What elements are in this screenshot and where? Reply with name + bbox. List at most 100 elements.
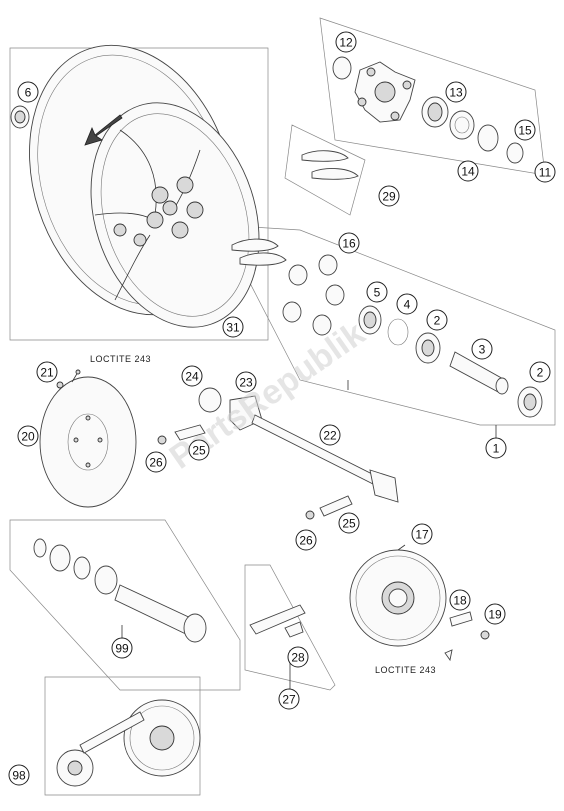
callout-ring	[222, 316, 244, 338]
callout-27: 27	[278, 688, 300, 710]
callout-ring	[514, 119, 536, 141]
callout-99: 99	[111, 637, 133, 659]
rotation-arrow-icon	[84, 114, 123, 146]
callout-25: 25	[188, 439, 210, 461]
callout-98: 98	[8, 764, 30, 786]
callout-ring	[529, 361, 551, 383]
callout-label: 16	[342, 237, 356, 251]
callout-label: 24	[185, 370, 199, 384]
callout-11: 11	[534, 161, 556, 183]
callout-label: 12	[339, 36, 353, 50]
callout-label: 31	[226, 321, 240, 335]
callout-12: 12	[335, 31, 357, 53]
wheel-frame	[9, 47, 269, 341]
callout-21: 21	[36, 361, 58, 383]
spacer-frame	[9, 519, 241, 691]
callout-ring	[534, 161, 556, 183]
callout-ring	[181, 365, 203, 387]
callout-ring	[411, 523, 433, 545]
callout-24: 24	[181, 365, 203, 387]
callout-label: 26	[149, 456, 163, 470]
chain-kit	[56, 699, 201, 787]
callout-2: 2	[426, 309, 448, 331]
callout-26: 26	[145, 451, 167, 473]
callout-ring	[485, 437, 507, 459]
callout-28: 28	[287, 646, 309, 668]
callout-20: 20	[17, 425, 39, 447]
callout-22: 22	[319, 424, 341, 446]
callout-ring	[378, 185, 400, 207]
callout-2: 2	[529, 361, 551, 383]
callout-ring	[484, 603, 506, 625]
spacer-group	[33, 538, 207, 643]
callout-ring	[471, 338, 493, 360]
callout-29: 29	[378, 185, 400, 207]
group-frames	[9, 17, 556, 796]
callout-ring	[338, 512, 360, 534]
callout-25: 25	[338, 512, 360, 534]
callout-label: 19	[488, 608, 502, 622]
callout-label: 25	[342, 517, 356, 531]
loctite-note-bottom: LOCTITE 243	[375, 665, 436, 675]
callout-ring	[449, 589, 471, 611]
callout-label: 20	[21, 430, 35, 444]
callout-label: 18	[453, 594, 467, 608]
callout-label: 5	[374, 286, 381, 300]
callout-ring	[235, 371, 257, 393]
callout-label: 4	[404, 298, 411, 312]
callout-ring	[457, 160, 479, 182]
callout-label: 14	[461, 165, 475, 179]
callout-ring	[278, 688, 300, 710]
callout-ring	[145, 451, 167, 473]
callout-15: 15	[514, 119, 536, 141]
callout-18: 18	[449, 589, 471, 611]
callout-1: 1	[485, 437, 507, 459]
callout-label: 15	[518, 124, 532, 138]
bearing-bushings	[282, 254, 543, 418]
callout-17: 17	[411, 523, 433, 545]
callout-16: 16	[338, 232, 360, 254]
callout-label: 13	[449, 86, 463, 100]
callout-ring	[366, 281, 388, 303]
seal-rings	[231, 150, 359, 266]
callout-ring	[17, 81, 39, 103]
callout-5: 5	[366, 281, 388, 303]
sprocket-carrier	[332, 56, 524, 164]
chain-links	[249, 604, 306, 638]
bearing-frame	[219, 224, 556, 426]
callout-3: 3	[471, 338, 493, 360]
callout-31: 31	[222, 316, 244, 338]
chain-frame	[244, 564, 336, 691]
rear-sprocket	[349, 549, 490, 662]
callout-23: 23	[235, 371, 257, 393]
callout-label: 98	[12, 769, 26, 783]
callout-13: 13	[445, 81, 467, 103]
callout-label: 22	[323, 429, 337, 443]
axle-assembly	[157, 387, 399, 520]
callout-label: 26	[299, 534, 313, 548]
callout-ring	[36, 361, 58, 383]
callout-4: 4	[396, 293, 418, 315]
callout-label: 25	[192, 444, 206, 458]
callout-label: 27	[282, 693, 296, 707]
callout-label: 2	[434, 314, 441, 328]
callout-layer: 1223456111213141516171819202122232425252…	[8, 31, 556, 786]
callout-label: 99	[115, 642, 129, 656]
callout-ring	[188, 439, 210, 461]
callout-6: 6	[17, 81, 39, 103]
callout-14: 14	[457, 160, 479, 182]
brake-disc	[39, 369, 137, 508]
callout-label: 17	[415, 528, 429, 542]
callout-label: 23	[239, 376, 253, 390]
callout-label: 2	[537, 366, 544, 380]
kit-frame	[44, 676, 201, 796]
callout-ring	[396, 293, 418, 315]
callout-ring	[335, 31, 357, 53]
callout-label: 28	[291, 651, 305, 665]
callout-ring	[111, 637, 133, 659]
callout-label: 11	[539, 166, 552, 180]
callout-19: 19	[484, 603, 506, 625]
callout-ring	[319, 424, 341, 446]
